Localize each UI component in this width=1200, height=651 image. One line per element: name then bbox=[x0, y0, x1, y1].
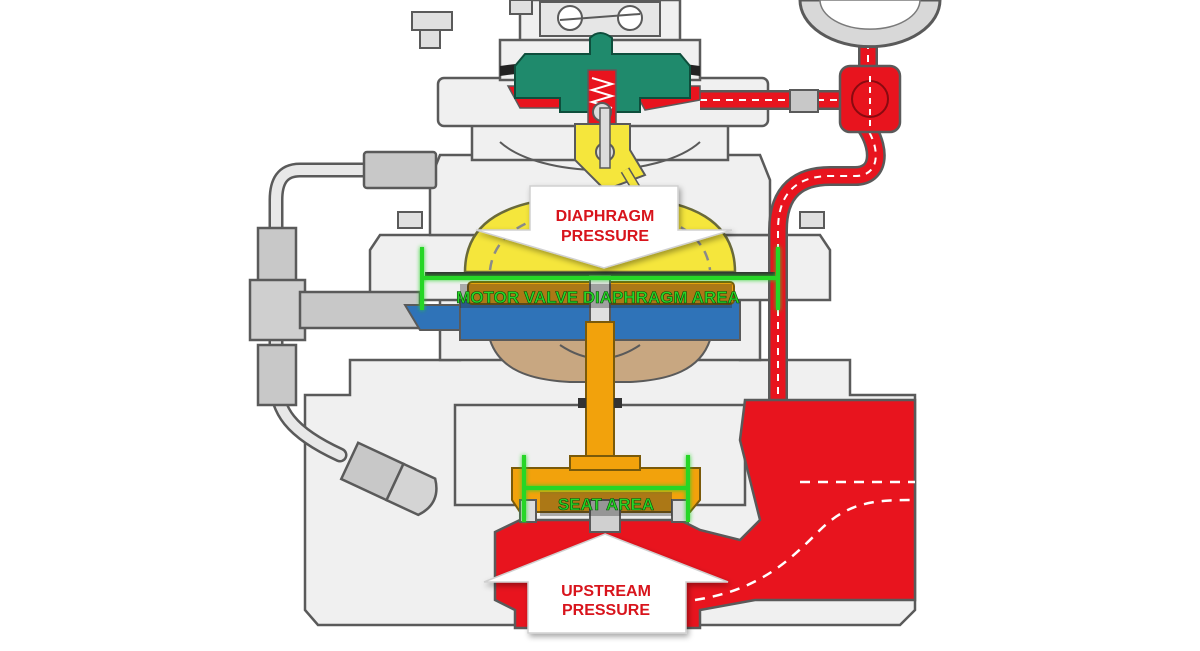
left-tubing bbox=[248, 150, 461, 517]
seat-label-band bbox=[540, 492, 672, 516]
seat-area-measure bbox=[522, 455, 690, 522]
seat-area-label: SEAT AREA bbox=[558, 495, 654, 514]
diaphragm-pressure-label-line2: PRESSURE bbox=[561, 228, 649, 245]
diaphragm-pressure-arrow bbox=[475, 185, 733, 269]
pilot-assembly bbox=[500, 32, 701, 223]
diaphragm-pressure-label-line1: DIAPHRAGM bbox=[556, 208, 655, 225]
bonnet-details bbox=[397, 0, 825, 229]
upstream-pressure-arrow bbox=[483, 533, 729, 634]
valve-stem bbox=[585, 321, 615, 463]
diaphragm-label-band bbox=[460, 284, 732, 308]
upstream-pressure-label-line1: UPSTREAM bbox=[561, 583, 651, 600]
upstream-pressure-label-line2: PRESSURE bbox=[562, 602, 650, 619]
motor-valve-diaphragm-area-label: MOTOR VALVE DIAPHRAGM AREA bbox=[456, 288, 740, 307]
diaphragm-area-measure bbox=[420, 247, 780, 310]
